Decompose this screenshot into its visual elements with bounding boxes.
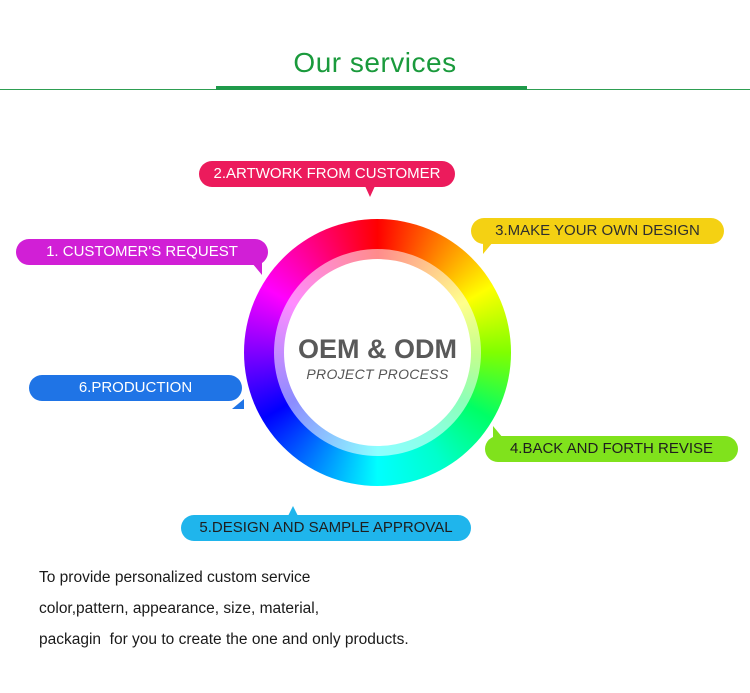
step-label: 6.PRODUCTION <box>78 379 193 396</box>
step-bubble-revise: 4.BACK AND FORTH REVISE <box>485 426 738 462</box>
step-label: 3.MAKE YOUR OWN DESIGN <box>495 222 700 239</box>
step-bubble-own-design: 3.MAKE YOUR OWN DESIGN <box>471 218 724 254</box>
step-bubble-approval: 5.DESIGN AND SAMPLE APPROVAL <box>181 506 471 541</box>
bubble-pointer <box>252 263 262 275</box>
bubble-pointer <box>483 242 493 254</box>
step-label: 4.BACK AND FORTH REVISE <box>509 440 714 457</box>
title-underline <box>216 86 527 90</box>
bubble-pointer <box>365 186 375 197</box>
description-line: color,pattern, appearance, size, materia… <box>39 600 320 617</box>
color-wheel <box>244 219 511 486</box>
color-wheel-center <box>284 259 471 446</box>
step-bubble-artwork: 2.ARTWORK FROM CUSTOMER <box>199 161 455 197</box>
step-label: 1. CUSTOMER'S REQUEST <box>46 243 238 260</box>
description-line: packagin for you to create the one and o… <box>39 631 409 648</box>
step-bubble-production: 6.PRODUCTION <box>29 375 244 409</box>
step-label: 5.DESIGN AND SAMPLE APPROVAL <box>199 519 453 536</box>
step-bubble-customer-request: 1. CUSTOMER'S REQUEST <box>16 239 268 275</box>
wheel-subtitle: PROJECT PROCESS <box>306 366 449 382</box>
bubble-pointer <box>288 506 298 516</box>
step-label: 2.ARTWORK FROM CUSTOMER <box>213 165 441 182</box>
description-line: To provide personalized custom service <box>39 569 311 586</box>
bubble-pointer <box>232 399 244 409</box>
bubble-pointer <box>493 426 503 438</box>
wheel-title: OEM & ODM <box>298 334 457 364</box>
page-title: Our services <box>293 47 457 78</box>
